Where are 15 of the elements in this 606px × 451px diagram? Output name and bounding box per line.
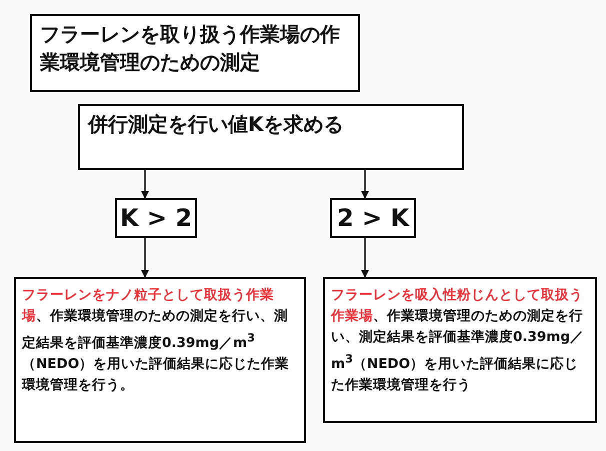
description-text: フラーレンを吸入性粉じんとして取扱う作業場、作業環境管理のための測定を行い、測定結果を評価基準濃度0.39mg／m$^{3}$（NEDO）を用いた評価結果に応じた作業環境管理を行う <box>331 286 586 394</box>
process-box <box>78 104 464 170</box>
result-box <box>323 277 597 423</box>
box-text: 2 > K <box>336 203 411 234</box>
heading-box <box>30 14 360 92</box>
arrow <box>141 170 149 199</box>
condition-box <box>330 198 416 238</box>
result-box <box>14 277 306 443</box>
arrow <box>141 238 149 278</box>
heading-text: フラーレンを取り扱う作業場の作業環境管理のための測定 <box>40 21 341 76</box>
box-text: K > 2 <box>118 203 194 234</box>
arrow <box>361 170 369 199</box>
box-text: 併行測定を行い値Kを求める <box>88 111 344 138</box>
description-text: フラーレンをナノ粒子として取扱う作業場、作業環境管理のための測定を行い、測定結果を評価基準濃度0.39mg／m$^{3}$（NEDO）を用いた評価結果に応じた作業環境管理を行う。 <box>22 286 290 394</box>
arrow <box>361 238 369 278</box>
